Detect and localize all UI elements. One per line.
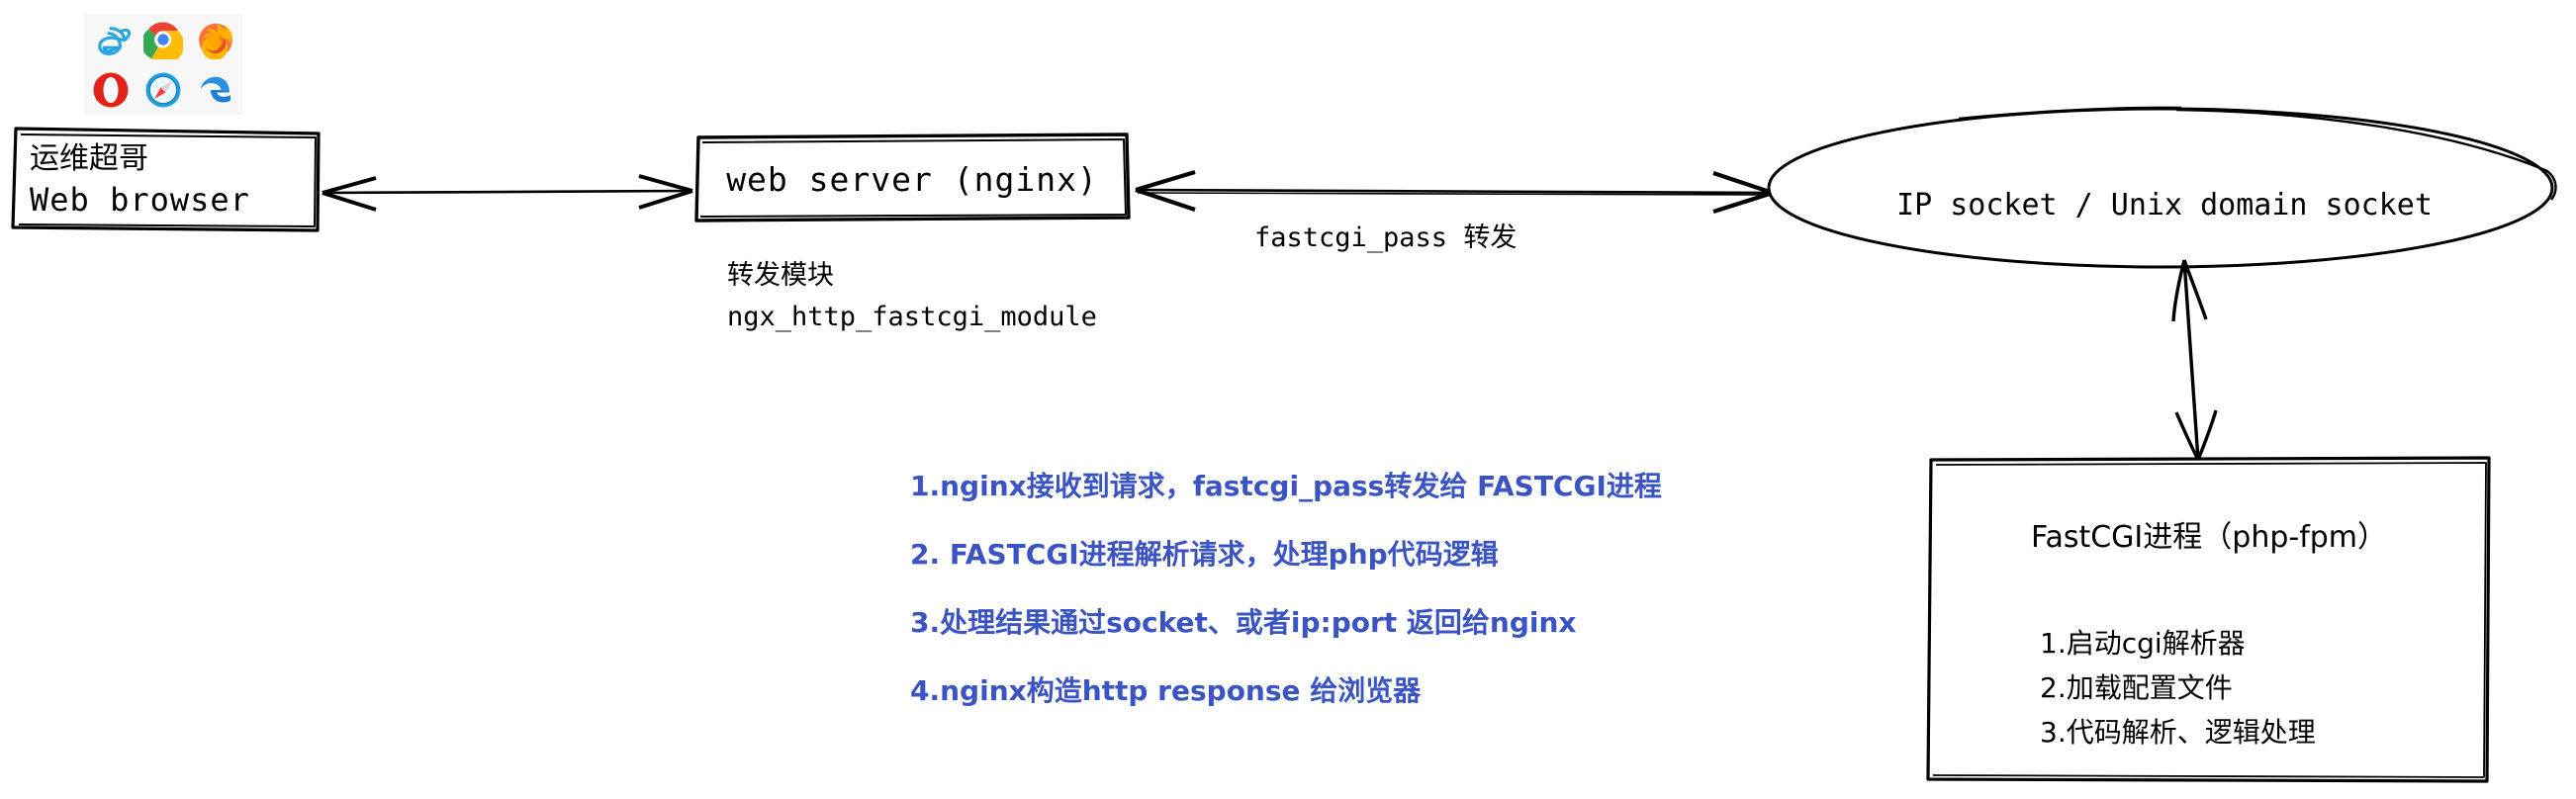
web-server-box: web server (nginx) (690, 132, 1134, 226)
flow-note-item: 4.nginx构造http response 给浏览器 (910, 674, 1422, 707)
opera-icon (93, 72, 129, 107)
web-browser-box-line2: Web browser (30, 181, 250, 219)
web-browser-box-line1: 运维超哥 (30, 141, 148, 176)
fastcgi-process-box-title: FastCGI进程（php-fpm） (2030, 520, 2388, 555)
ngx-module-caption: 转发模块 ngx_http_fastcgi_module (727, 255, 1097, 338)
web-server-box-label: web server (nginx) (726, 159, 1098, 199)
webserver-to-socket-arrow (1128, 162, 1781, 222)
fastcgi-process-box-steps: 1.启动cgi解析器 2.加载配置文件 3.代码解析、逻辑处理 (2040, 621, 2316, 755)
browser-to-webserver-arrow (315, 166, 700, 222)
web-server-box-outline (694, 133, 1131, 222)
flow-note-item: 1.nginx接收到请求，fastcgi_pass转发给 FASTCGI进程 (910, 470, 1662, 502)
fastcgi-step: 3.代码解析、逻辑处理 (2040, 716, 2316, 749)
socket-to-fastcgi-arrow (2127, 252, 2255, 470)
internet-explorer-icon (97, 26, 131, 55)
fastcgi-step: 1.启动cgi解析器 (2040, 627, 2246, 660)
browser-to-webserver-arrow-shape (322, 174, 693, 212)
socket-to-fastcgi-arrow-shape (2171, 259, 2218, 461)
flow-notes-list: 1.nginx接收到请求，fastcgi_pass转发给 FASTCGI进程 2… (910, 472, 1899, 745)
fastcgi-step: 2.加载配置文件 (2040, 671, 2233, 704)
ngx-module-caption-line1: 转发模块 (727, 260, 834, 291)
web-browser-box: 运维超哥 Web browser (10, 125, 324, 235)
browser-icons-panel (84, 14, 242, 115)
safari-icon (145, 72, 181, 107)
flow-note-item: 3.处理结果通过socket、或者ip:port 返回给nginx (910, 606, 1577, 639)
fastcgi-process-box: FastCGI进程（php-fpm） 1.启动cgi解析器 2.加载配置文件 3… (1923, 453, 2495, 787)
firefox-icon (199, 23, 233, 59)
ngx-module-caption-line2: ngx_http_fastcgi_module (727, 302, 1097, 332)
fastcgi-process-box-outline (1926, 456, 2491, 783)
edge-icon (201, 76, 231, 102)
webserver-to-socket-arrow-shape (1135, 169, 1776, 215)
web-browser-box-outline (11, 127, 321, 232)
socket-ellipse (1761, 97, 2572, 275)
chrome-icon (142, 21, 183, 59)
fastcgi-pass-caption: fastcgi_pass 转发 (1254, 222, 1518, 253)
socket-ellipse-outline (1767, 106, 2557, 269)
flow-note-item: 2. FASTCGI进程解析请求，处理php代码逻辑 (910, 538, 1499, 571)
socket-ellipse-label: IP socket / Unix domain socket (1896, 188, 2433, 222)
